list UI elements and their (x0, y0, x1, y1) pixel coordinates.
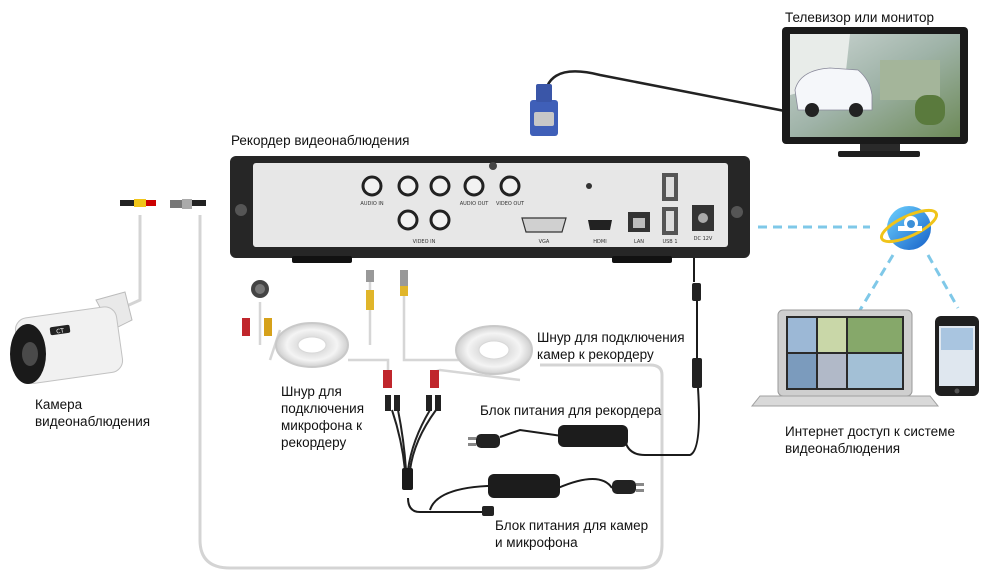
recorder-psu-label: Блок питания для рекордера (480, 403, 662, 418)
splitter-cable (391, 409, 437, 471)
usb-port-label: USB 1 (662, 239, 677, 245)
mic-cable-label-line-3: микрофона к (281, 418, 362, 433)
dvr-recorder: AUDIO IN VIDEO IN AUDIO OUT VIDEO OUT VG… (230, 156, 750, 263)
microphone (251, 280, 269, 298)
camera-plugs (120, 199, 206, 209)
mic-cable-label-line-1: Шнур для (281, 384, 342, 399)
video-out-label: VIDEO OUT (496, 201, 525, 207)
internet-label-line-1: Интернет доступ к системе (785, 424, 955, 439)
bnc-connectors (361, 175, 521, 231)
tv-monitor (782, 27, 968, 157)
mic-cable-label-line-4: рекордеру (281, 435, 347, 450)
camera-power-supply (482, 474, 644, 516)
camera-label-line-1: Камера (35, 397, 83, 412)
camera-cable-label-line-2: камер к рекордеру (537, 347, 654, 362)
cctv-camera: CT (10, 291, 133, 384)
internet-label: Интернет доступ к системе видеонаблюдени… (785, 423, 955, 457)
main-video-cable (117, 215, 664, 570)
camera-label-line-2: видеонаблюдения (35, 414, 151, 429)
power-splitter (383, 370, 441, 490)
vga-port-label: VGA (539, 239, 550, 245)
recorder-power-cable (429, 250, 700, 511)
camera-psu-label-line-2: и микрофона (495, 535, 578, 550)
smartphone (935, 316, 979, 396)
harness-plugs (242, 270, 408, 336)
internet-label-line-2: видеонаблюдения (785, 441, 901, 456)
internet-explorer-icon (879, 206, 939, 250)
camera-psu-cable (407, 478, 613, 513)
lan-port-label: LAN (634, 239, 644, 245)
audio-out-label: AUDIO OUT (460, 201, 490, 207)
audio-in-label: AUDIO IN (360, 201, 383, 207)
vga-cable (543, 70, 791, 114)
camera-psu-label-line-1: Блок питания для камер (495, 518, 649, 533)
vga-plug (530, 84, 558, 136)
recorder-label: Рекордер видеонаблюдения (231, 133, 410, 148)
tv-label: Телевизор или монитор (785, 10, 934, 25)
camera-brand-text: CT (56, 327, 65, 335)
hdmi-port-label: HDMI (593, 239, 606, 245)
recorder-power-supply (468, 283, 702, 448)
video-in-label: VIDEO IN (413, 239, 436, 245)
camera-cable-label-line-1: Шнур для подключения (537, 330, 685, 345)
camera-psu-label: Блок питания для камер и микрофона (495, 517, 648, 551)
camera-label: Камера видеонаблюдения (35, 396, 150, 430)
internet-links (758, 225, 960, 311)
camera-cable-label: Шнур для подключения камер к рекордеру (537, 329, 685, 363)
dc-port-label: DC 12V (694, 236, 713, 242)
laptop (750, 309, 940, 407)
mic-cable-label: Шнур для подключения микрофона к рекорде… (281, 383, 364, 451)
mic-cable-label-line-2: подключения (281, 401, 365, 416)
